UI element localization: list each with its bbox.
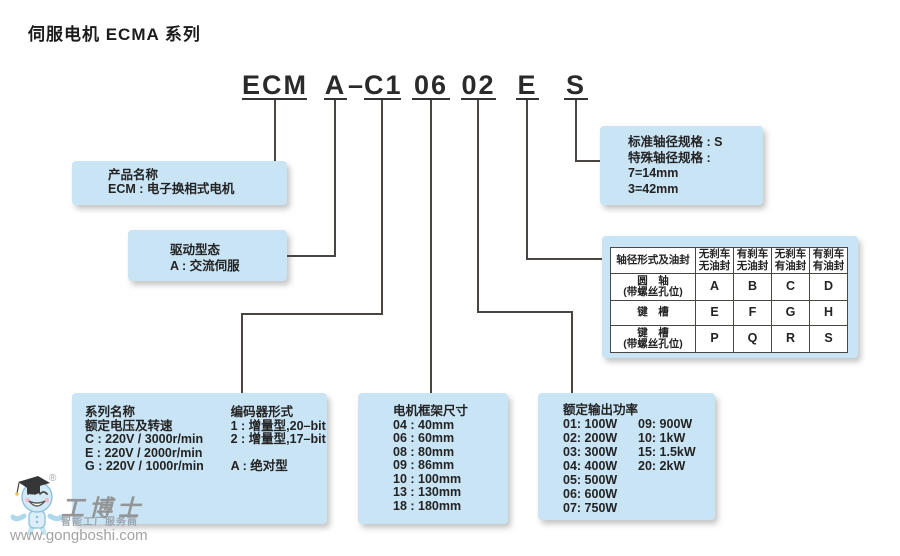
table-cell: H [809, 300, 848, 326]
table-row-label: 键 槽 (带螺丝孔位) [610, 325, 696, 353]
model-segment-c1: C1 [364, 70, 403, 100]
model-segment-ecm: ECM [242, 70, 308, 100]
power-row: 05: 500W [563, 473, 618, 487]
table-cell: R [771, 325, 810, 353]
table-cell: F [733, 300, 772, 326]
frame-size-box: 电机框架尺寸 04 : 40mm 06 : 60mm 08 : 80mm 09 … [358, 393, 508, 524]
connector-e-vertical [526, 100, 528, 260]
model-segment-06: 06 [412, 70, 450, 100]
model-segment-02: 02 [461, 70, 496, 100]
table-col-header: 有刹车 有油封 [809, 247, 848, 274]
connector-06-vertical [430, 100, 432, 394]
table-cell: E [695, 300, 734, 326]
table-cell: A [695, 273, 734, 301]
connector-s-horizontal [575, 160, 602, 162]
shaft-spec-box: 标准轴径规格 : S 特殊轴径规格 : 7=14mm 3=42mm [600, 126, 763, 205]
model-segment-dash: – [347, 70, 364, 100]
power-row: 06: 600W [563, 487, 618, 501]
table-corner-label: 轴径形式及油封 [610, 247, 696, 274]
table-row-label: 圆 轴 (带螺丝孔位) [610, 273, 696, 301]
connector-a-vertical [334, 100, 336, 257]
table-row: 键 槽 E F G H [610, 300, 848, 326]
drive-type-value: A : 交流伺服 [170, 258, 240, 273]
registered-mark: ® [49, 473, 57, 484]
table-col-header: 无刹车 有油封 [771, 247, 810, 274]
table-cell: C [771, 273, 810, 301]
shaft-seal-table: 轴径形式及油封 无刹车 无油封 有刹车 无油封 无刹车 有油封 有刹车 有油封 … [610, 247, 848, 353]
table-header-row: 轴径形式及油封 无刹车 无油封 有刹车 无油封 无刹车 有油封 有刹车 有油封 [610, 247, 848, 274]
mascot-icon [10, 476, 64, 535]
connector-s-vertical [575, 100, 577, 162]
shaft-spec-line: 7=14mm [628, 166, 679, 180]
connector-a-horizontal [287, 255, 336, 257]
series-name-column: 系列名称 额定电压及转速 C : 220V / 3000r/min E : 22… [85, 405, 204, 473]
product-name-value: ECM : 电子换相式电机 [108, 182, 235, 197]
brand-url: www.gongboshi.com [10, 527, 148, 544]
shaft-spec-line: 标准轴径规格 : S [628, 135, 723, 149]
encoder-type-column: 编码器形式 1 : 增量型,20–bit 2 : 增量型,17–bit A : … [230, 405, 326, 473]
drive-type-box: 驱动型态 A : 交流伺服 [128, 230, 287, 281]
shaft-seal-table-box: 轴径形式及油封 无刹车 无油封 有刹车 无油封 无刹车 有油封 有刹车 有油封 … [602, 236, 858, 358]
shaft-spec-line: 特殊轴径规格 : [628, 150, 711, 165]
table-col-header: 无刹车 无油封 [695, 247, 734, 274]
power-row: 07: 750W [563, 501, 618, 515]
drive-type-label: 驱动型态 [170, 243, 221, 257]
model-segment-e: E [516, 70, 539, 100]
connector-c1-horizontal [241, 313, 383, 315]
table-cell: Q [733, 325, 772, 353]
table-cell: G [771, 300, 810, 326]
power-title: 额定输出功率 [563, 403, 639, 417]
connector-c1-vertical-2 [241, 313, 243, 394]
model-segment-a: A [324, 70, 347, 100]
connector-02-vertical [477, 100, 479, 313]
table-cell: D [809, 273, 848, 301]
model-segment-s: S [564, 70, 588, 100]
connector-02-horizontal [477, 311, 573, 313]
product-name-box: 产品名称 ECM : 电子换相式电机 [72, 161, 287, 205]
table-cell: B [733, 273, 772, 301]
table-cell: S [809, 325, 848, 353]
product-name-label: 产品名称 [108, 168, 159, 182]
table-row: 键 槽 (带螺丝孔位) P Q R S [610, 325, 848, 353]
table-row: 圆 轴 (带螺丝孔位) A B C D [610, 273, 848, 301]
connector-ecm-vertical [274, 100, 276, 162]
table-col-header: 有刹车 无油封 [733, 247, 772, 274]
connector-e-horizontal [526, 258, 604, 260]
table-row-label: 键 槽 [610, 300, 696, 326]
connector-02-vertical-2 [571, 311, 573, 394]
connector-c1-vertical [381, 100, 383, 315]
table-cell: P [695, 325, 734, 353]
series-encoder-box: 系列名称 额定电压及转速 C : 220V / 3000r/min E : 22… [72, 393, 327, 524]
page-title: 伺服电机 ECMA 系列 [28, 25, 201, 44]
shaft-spec-line: 3=42mm [628, 181, 679, 196]
